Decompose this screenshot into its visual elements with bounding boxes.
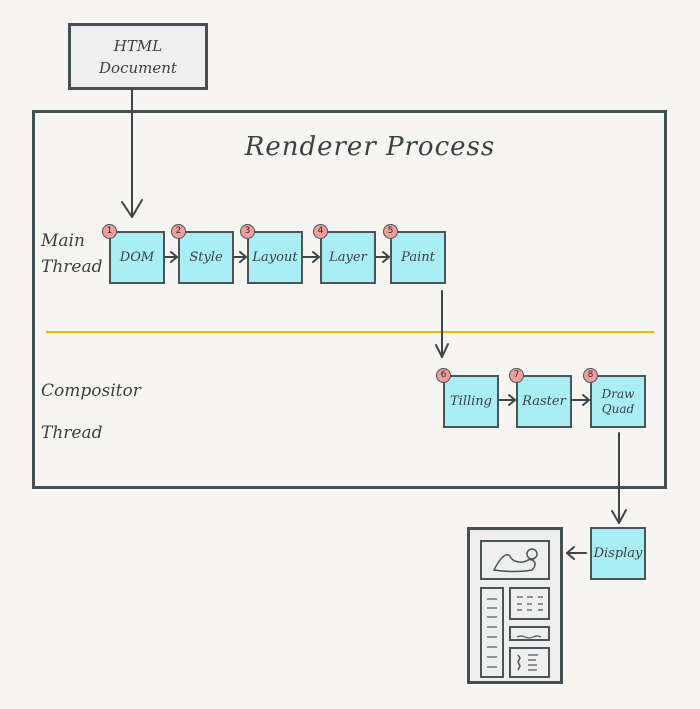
arrow-html-to-dom — [121, 89, 143, 218]
footer-block-placeholder — [509, 647, 550, 678]
arrow-tilling-to-raster — [498, 394, 516, 406]
step-number-badge: 6 — [436, 368, 451, 383]
image-placeholder-icon — [480, 540, 550, 580]
arrow-style-to-layout — [233, 251, 247, 263]
step-tilling: Tilling — [443, 375, 499, 428]
step-label: Layout — [252, 250, 298, 265]
main-thread-label-line2: Thread — [41, 257, 103, 277]
webpage-layout-icon — [467, 527, 563, 684]
arrow-display-to-screen — [566, 546, 587, 560]
compositor-thread-label-line2: Thread — [41, 423, 103, 443]
display-node: Display — [590, 527, 646, 580]
renderer-process-title: Renderer Process — [244, 132, 496, 162]
step-number-badge: 2 — [171, 224, 186, 239]
step-label: Paint — [401, 250, 435, 265]
html-document-line2: Document — [99, 58, 177, 77]
step-label: Style — [189, 250, 223, 265]
step-number-badge: 3 — [240, 224, 255, 239]
step-number-badge: 7 — [509, 368, 524, 383]
step-raster: Raster — [516, 375, 572, 428]
step-number-badge: 1 — [102, 224, 117, 239]
content-block-placeholder — [509, 587, 550, 620]
step-number-badge: 5 — [383, 224, 398, 239]
thread-divider-line — [46, 331, 654, 333]
arrow-layout-to-layer — [302, 251, 320, 263]
html-document-line1: HTML — [113, 36, 163, 55]
renderer-process-container — [32, 110, 667, 489]
compositor-thread-label: Compositor Thread — [41, 370, 141, 454]
text-lines-icon — [487, 598, 497, 668]
squiggle-line-icon — [516, 635, 542, 641]
step-style: Style — [178, 231, 234, 284]
step-label: Draw Quad — [601, 386, 635, 416]
html-document-node: HTML Document — [68, 23, 208, 90]
step-label: Layer — [329, 250, 367, 265]
sidebar-placeholder — [480, 587, 504, 678]
display-label: Display — [593, 546, 643, 561]
step-layer: Layer — [320, 231, 376, 284]
step-label: Tilling — [450, 394, 492, 409]
banner-placeholder — [509, 626, 550, 641]
step-number-badge: 4 — [313, 224, 328, 239]
main-thread-label-line1: Main — [41, 231, 85, 251]
step-label: Raster — [522, 394, 566, 409]
text-grid-icon — [517, 596, 543, 611]
step-number-badge: 8 — [583, 368, 598, 383]
compositor-thread-label-line1: Compositor — [41, 381, 141, 401]
step-dom: DOM — [109, 231, 165, 284]
step-paint: Paint — [390, 231, 446, 284]
arrow-raster-to-drawquad — [571, 394, 590, 406]
step-layout: Layout — [247, 231, 303, 284]
arrow-dom-to-style — [164, 251, 178, 263]
list-icon — [517, 654, 538, 671]
step-draw-quad: Draw Quad — [590, 375, 646, 428]
arrow-layer-to-paint — [375, 251, 390, 263]
arrow-paint-to-tilling — [435, 290, 449, 358]
main-thread-label: Main Thread — [41, 228, 103, 280]
arrow-drawquad-to-display — [611, 432, 627, 524]
step-label: DOM — [119, 250, 155, 265]
landscape-sketch-icon — [492, 548, 538, 573]
